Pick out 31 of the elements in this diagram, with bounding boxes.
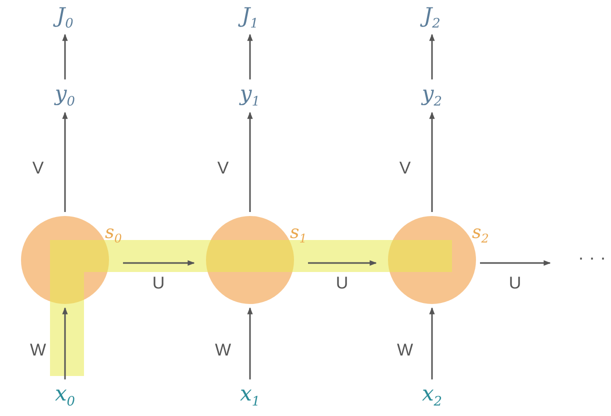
variable-label: y$_{1}$ [240, 83, 260, 109]
edge-label: U [334, 274, 350, 292]
edge-label: W [214, 340, 232, 360]
edge-label: U [508, 274, 522, 292]
arrow [429, 34, 435, 80]
state-label: s$_{2}$ [472, 224, 489, 245]
ellipsis-text: · · · [578, 248, 606, 268]
edge-label: W [28, 340, 48, 360]
arrow [480, 260, 551, 266]
edge-label: U [151, 274, 166, 292]
variable-label: y$_{2}$ [422, 83, 442, 109]
arrow [62, 34, 68, 80]
arrow [247, 34, 253, 80]
state-label: s$_{1}$ [290, 224, 307, 245]
arrow [308, 260, 377, 266]
arrow [247, 307, 253, 380]
arrow [247, 112, 253, 212]
arrow [123, 260, 195, 266]
variable-label: x$_{1}$ [240, 383, 260, 409]
arrow [429, 112, 435, 212]
arrow [62, 112, 68, 212]
edge-label: W [396, 340, 414, 360]
edge-label: V [216, 158, 230, 178]
variable-label: x$_{0}$ [54, 383, 76, 409]
arrow [429, 307, 435, 380]
arrow [62, 307, 68, 380]
edge-label: V [31, 158, 45, 178]
variable-label: y$_{0}$ [54, 83, 76, 109]
edge-label: V [398, 158, 412, 178]
state-label: s$_{0}$ [105, 224, 122, 245]
variable-label: x$_{2}$ [422, 383, 442, 409]
